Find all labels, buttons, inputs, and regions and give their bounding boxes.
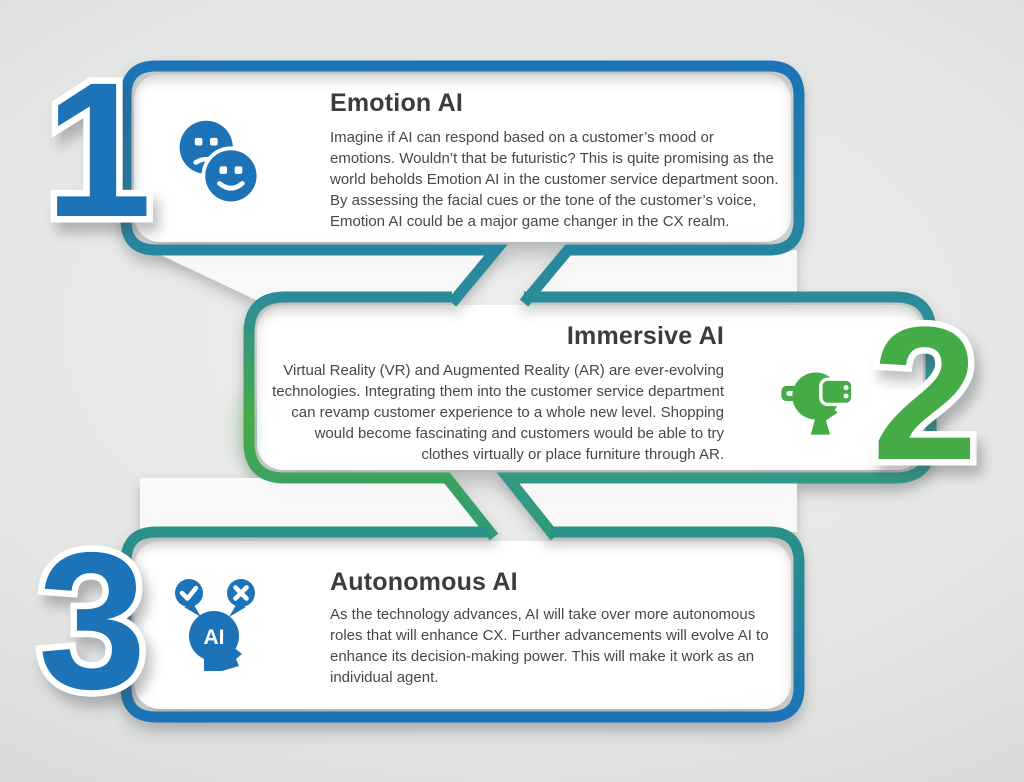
section-2-body: Virtual Reality (VR) and Augmented Reali…	[272, 362, 724, 463]
section-1-body: Imagine if AI can respond based on a cus…	[330, 129, 779, 230]
autonomous-ai-head-icon: AI	[168, 574, 268, 674]
section-3-title: Autonomous AI	[330, 568, 518, 596]
section-1-title: Emotion AI	[330, 89, 464, 117]
vr-headset-icon	[778, 354, 862, 438]
section-3-body: As the technology advances, AI will take…	[330, 606, 769, 686]
svg-text:AI: AI	[204, 626, 225, 649]
section-2-title: Immersive AI	[566, 322, 724, 350]
emotion-faces-icon	[172, 116, 267, 211]
